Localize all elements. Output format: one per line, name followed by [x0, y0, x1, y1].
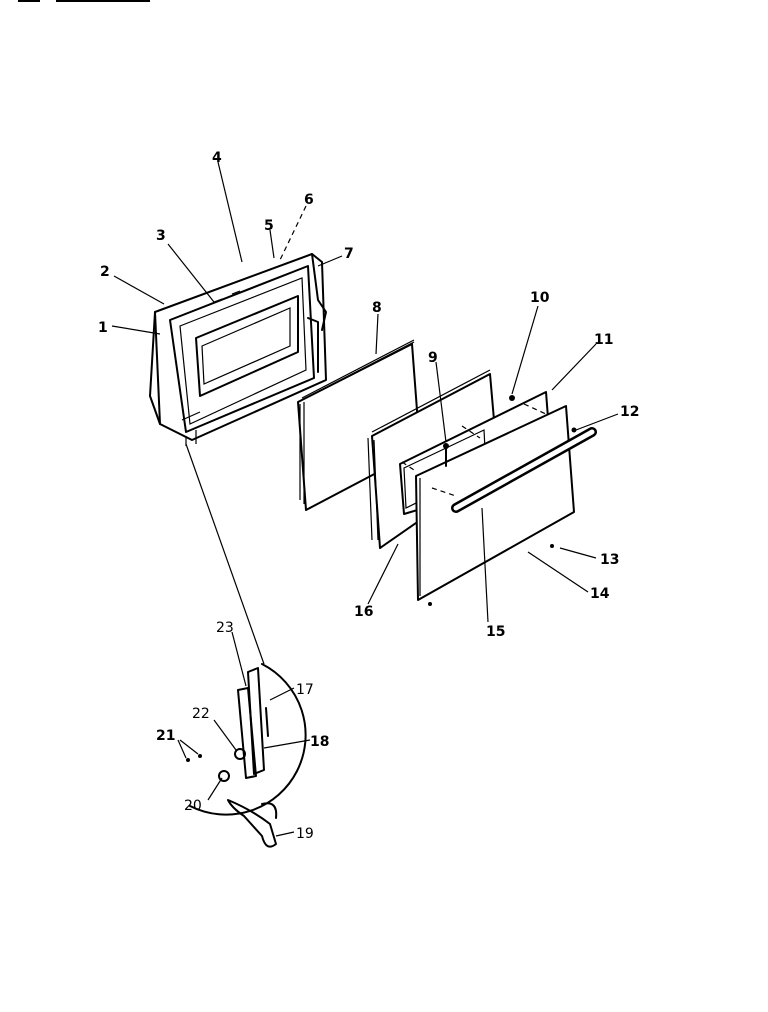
inner-door-frame [149, 253, 327, 446]
callout-3: 3 [156, 228, 166, 244]
callout-13: 13 [600, 552, 619, 568]
callout-18: 18 [310, 734, 329, 750]
callout-6: 6 [304, 192, 314, 208]
callout-5: 5 [264, 218, 274, 234]
callout-17: 17 [296, 682, 314, 698]
hinge-detail [185, 443, 307, 848]
callout-22: 22 [192, 706, 210, 722]
callout-15: 15 [486, 624, 505, 640]
callout-1: 1 [98, 320, 108, 336]
insulation-panel [297, 339, 421, 511]
leader-lines [111, 161, 619, 837]
small-fasteners [401, 395, 577, 606]
callout-21: 21 [156, 728, 175, 744]
callout-10: 10 [530, 290, 550, 306]
callout-19: 19 [296, 826, 314, 842]
callout-2: 2 [100, 264, 110, 280]
callout-12: 12 [620, 404, 639, 420]
callout-4: 4 [212, 150, 222, 166]
callout-16: 16 [354, 604, 373, 620]
callout-9: 9 [428, 350, 438, 366]
callout-20: 20 [184, 798, 202, 814]
callout-8: 8 [372, 300, 382, 316]
callout-14: 14 [590, 586, 610, 602]
callout-labels: 1 2 3 4 5 6 7 8 9 10 11 12 13 14 15 16 1… [98, 150, 639, 842]
callout-11: 11 [594, 332, 613, 348]
callout-23: 23 [216, 620, 234, 636]
outer-door-panel [415, 405, 575, 601]
door-handle [451, 427, 597, 513]
callout-7: 7 [344, 246, 354, 262]
